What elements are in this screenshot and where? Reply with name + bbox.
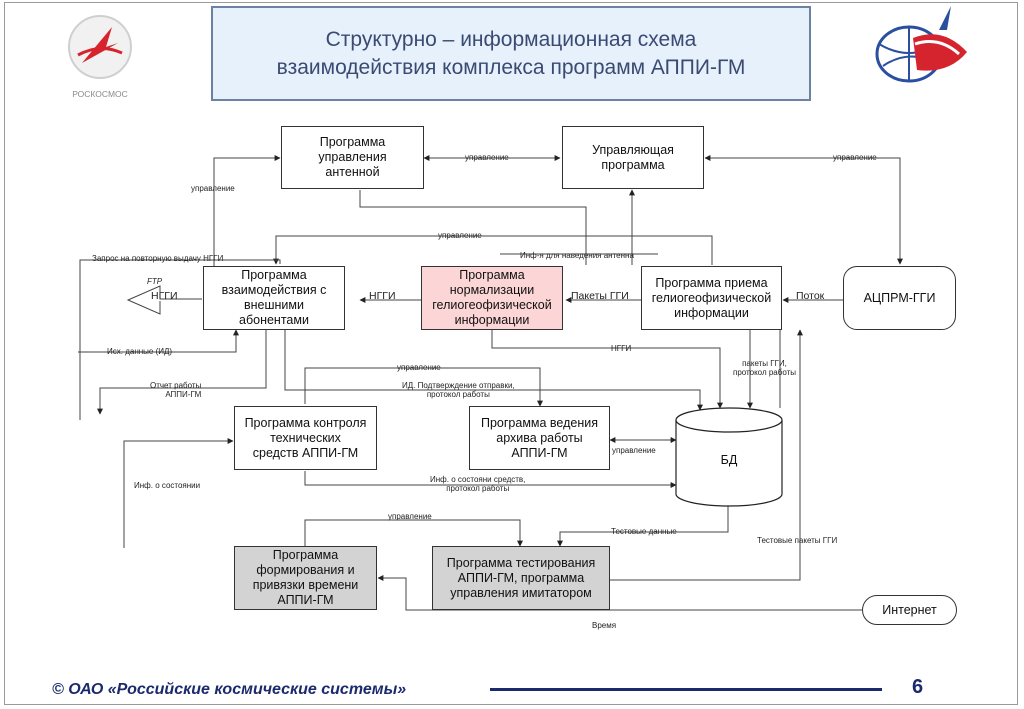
node-hw-control-program: Программа контроля технических средств А… (234, 406, 377, 470)
node-interaction-program: Программа взаимодействия с внешними абон… (203, 266, 345, 330)
company-logo (873, 4, 971, 84)
label-management: управление (612, 446, 656, 455)
label-state-means: Инф. о состояни средств, протокол работы (430, 475, 526, 493)
label-management: управление (388, 512, 432, 521)
label-management: управление (833, 153, 877, 162)
footer-divider (490, 688, 882, 691)
slide-title-line1: Структурно – информационная схема (325, 27, 697, 51)
svg-text:РОСКОСМОС: РОСКОСМОС (72, 89, 128, 99)
label-report: Отчет работы АППИ-ГМ (150, 381, 202, 399)
label-confirmation: ИД. Подтверждение отправки, протокол раб… (402, 381, 515, 399)
label-management: управление (438, 231, 482, 240)
footer-copyright: © ОАО «Российские космические системы» (52, 681, 407, 698)
node-db: БД (720, 452, 738, 467)
label-nggi-mid: НГГИ (369, 290, 396, 302)
label-source-data: Исх. данные (ИД) (107, 347, 173, 356)
label-management: управление (191, 184, 235, 193)
label-aim-info: Инф-я для наведения антенна (520, 251, 634, 260)
label-state-info: Инф. о состоянии (134, 481, 201, 490)
roscosmos-logo: РОСКОСМОС (60, 13, 140, 103)
label-flow: Поток (796, 290, 825, 302)
label-management: управление (397, 363, 441, 372)
page-number: 6 (912, 676, 924, 698)
label-time: Время (592, 621, 617, 630)
label-packets-protocol: пакеты ГГИ, протокол работы (733, 359, 796, 377)
node-time-program: Программа формирования и привязки времен… (234, 546, 377, 610)
node-antenna-program: Программа управления антенной (281, 126, 424, 189)
node-internet: Интернет (862, 595, 957, 625)
label-test-packets: Тестовые пакеты ГГИ (757, 536, 838, 545)
label-management: управление (465, 153, 509, 162)
node-normalization-program: Программа нормализации гелиогеофизическо… (421, 266, 563, 330)
node-testing-program: Программа тестирования АППИ-ГМ, программ… (432, 546, 610, 610)
node-reception-program: Программа приема гелиогеофизической инфо… (641, 266, 782, 330)
label-request: Запрос на повторную выдачу НГГИ (92, 254, 224, 263)
label-nggi-db: НГГИ (611, 344, 632, 353)
node-acprm: АЦПРМ-ГГИ (843, 266, 956, 330)
label-nggi-out: НГГИ (151, 290, 178, 302)
node-control-program: Управляющая программа (562, 126, 704, 189)
label-packets: Пакеты ГГИ (571, 290, 629, 302)
slide-title-line2: взаимодействия комплекса программ АППИ-Г… (276, 55, 746, 79)
slide-title: Структурно – информационная схема взаимо… (211, 6, 811, 101)
label-ftp: FTP (147, 277, 163, 286)
node-archive-program: Программа ведения архива работы АППИ-ГМ (469, 406, 610, 470)
label-test-data: Тестовые данные (611, 527, 677, 536)
slide-frame (4, 2, 1018, 705)
